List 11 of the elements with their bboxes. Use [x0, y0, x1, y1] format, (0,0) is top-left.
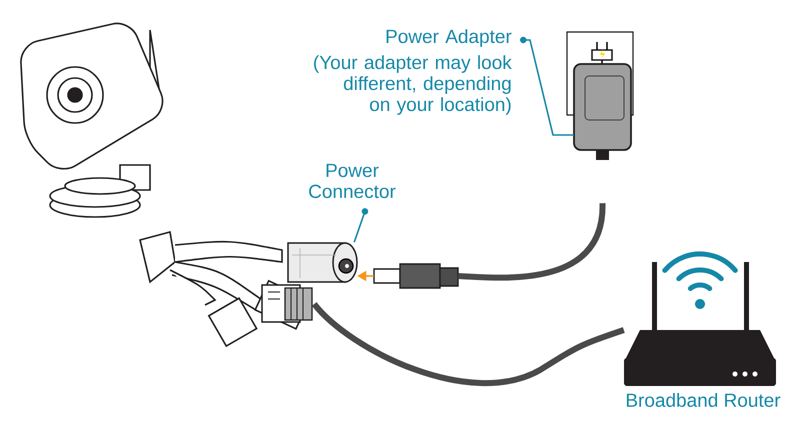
power-jack-drawing — [287, 242, 358, 283]
callout-label: Power Adapter (Your adapter may look different, depending on your location) — [314, 29, 512, 115]
leader-line — [353, 208, 368, 243]
leader-line — [520, 36, 574, 136]
network-plug-drawing — [261, 284, 313, 323]
dc-plug-drawing — [373, 263, 459, 289]
cable — [458, 202, 606, 281]
cable — [312, 302, 625, 386]
router-label: Broadband Router — [626, 393, 780, 407]
callout-label: Power Connector — [309, 164, 396, 198]
power-adapter-drawing — [573, 63, 632, 160]
